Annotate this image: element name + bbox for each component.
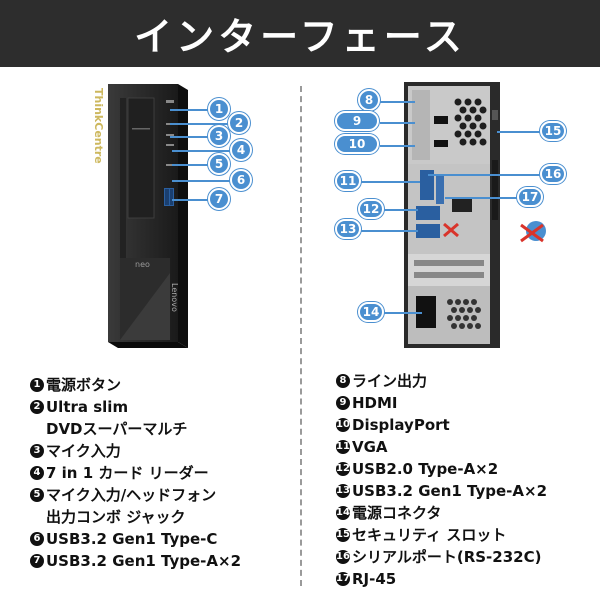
leader-line-17 (445, 197, 520, 199)
header-bar: インターフェース (0, 0, 600, 67)
list-item-continued: 出力コンボ ジャック (46, 508, 186, 526)
callout-9: 9 (335, 111, 379, 131)
callout-5: 5 (208, 153, 230, 175)
callout-12: 12 (358, 199, 384, 219)
leader-line-5 (172, 164, 212, 166)
callout-11: 11 (335, 171, 361, 191)
callout-2: 2 (228, 112, 250, 134)
callout-14: 14 (358, 302, 384, 322)
callout-15: 15 (540, 121, 566, 141)
list-item-continued: DVDスーパーマルチ (46, 420, 188, 438)
callout-7: 7 (208, 188, 230, 210)
leader-line-10 (380, 145, 415, 147)
leader-line-11 (355, 181, 420, 183)
leader-line-2 (170, 123, 230, 125)
disabled-x-icon-2 (520, 223, 544, 243)
leader-line-15 (497, 131, 542, 133)
page-title: インターフェース (134, 15, 466, 59)
leader-line-3 (170, 136, 210, 138)
disabled-x-icon (443, 222, 459, 238)
front-brand-side: Lenovo (170, 283, 179, 312)
callout-6: 6 (230, 169, 252, 191)
callout-4: 4 (230, 139, 252, 161)
leader-line-14 (380, 312, 422, 314)
leader-line-16 (428, 174, 543, 176)
leader-line-4 (172, 150, 232, 152)
callout-13: 13 (335, 219, 361, 239)
callout-16: 16 (540, 164, 566, 184)
callout-1: 1 (208, 98, 230, 120)
callout-10: 10 (335, 134, 379, 154)
leader-line-13 (355, 230, 418, 232)
leader-line-6 (172, 180, 232, 182)
leader-line-8 (380, 101, 415, 103)
leader-line-1 (170, 109, 210, 111)
callout-3: 3 (208, 125, 230, 147)
front-brand-vertical: ThinkCentre (92, 88, 105, 164)
callout-8: 8 (358, 89, 380, 111)
front-brand-small: neo (135, 260, 150, 269)
pc-rear-image (404, 82, 500, 348)
center-divider (300, 86, 302, 586)
leader-line-7 (172, 199, 212, 201)
pc-front-image (108, 84, 188, 348)
leader-line-9 (380, 122, 415, 124)
callout-17: 17 (517, 187, 543, 207)
leader-line-12 (380, 209, 418, 211)
